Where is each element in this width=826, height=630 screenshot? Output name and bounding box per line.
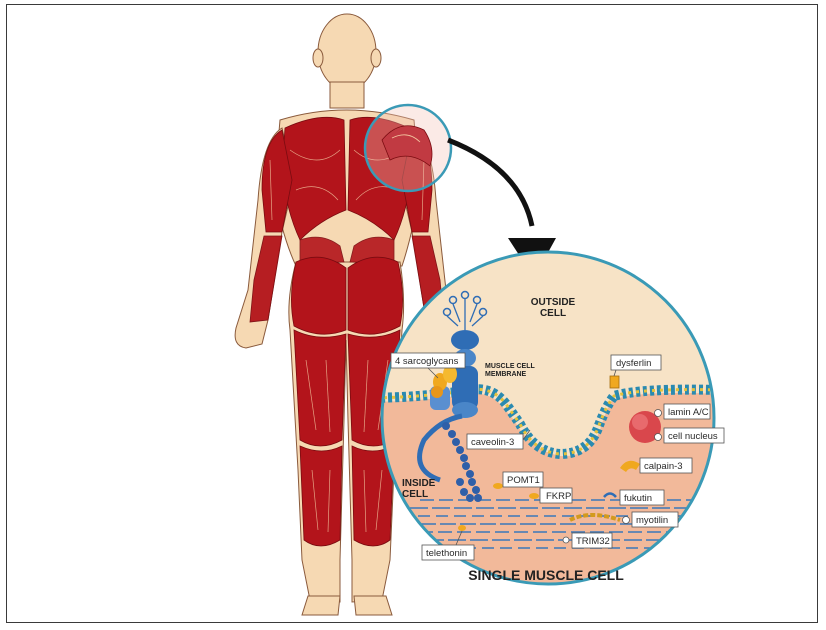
label-fkrp: FKRP (540, 488, 572, 503)
svg-text:myotilin: myotilin (636, 515, 668, 526)
label-pomt1: POMT1 (503, 472, 543, 487)
single-muscle-cell-title: SINGLE MUSCLE CELL (468, 567, 624, 583)
svg-text:FKRP: FKRP (546, 491, 571, 502)
svg-text:lamin A/C: lamin A/C (668, 407, 709, 418)
svg-text:caveolin-3: caveolin-3 (471, 437, 514, 448)
svg-text:telethonin: telethonin (426, 548, 467, 559)
label-calpain: calpain-3 (640, 458, 692, 473)
svg-text:fukutin: fukutin (624, 493, 652, 504)
svg-text:calpain-3: calpain-3 (644, 461, 683, 472)
svg-text:4 sarcoglycans: 4 sarcoglycans (395, 356, 459, 367)
label-cell-nucleus: cell nucleus (655, 428, 725, 443)
outside-cell-line1: OUTSIDE (531, 297, 576, 308)
svg-text:cell nucleus: cell nucleus (668, 431, 718, 442)
inside-cell-line2: CELL (402, 489, 428, 500)
inside-cell-line1: INSIDE (402, 478, 436, 489)
svg-text:TRIM32: TRIM32 (576, 536, 610, 547)
label-fukutin: fukutin (620, 490, 664, 505)
svg-text:dysferlin: dysferlin (616, 358, 651, 369)
membrane-line2: MEMBRANE (485, 371, 527, 378)
outside-cell-line2: CELL (540, 308, 566, 319)
membrane-line1: MUSCLE CELL (485, 363, 536, 370)
head (318, 14, 376, 90)
magnifier-circle (365, 105, 451, 191)
svg-text:POMT1: POMT1 (507, 475, 540, 486)
dysferlin-protein (610, 376, 619, 388)
